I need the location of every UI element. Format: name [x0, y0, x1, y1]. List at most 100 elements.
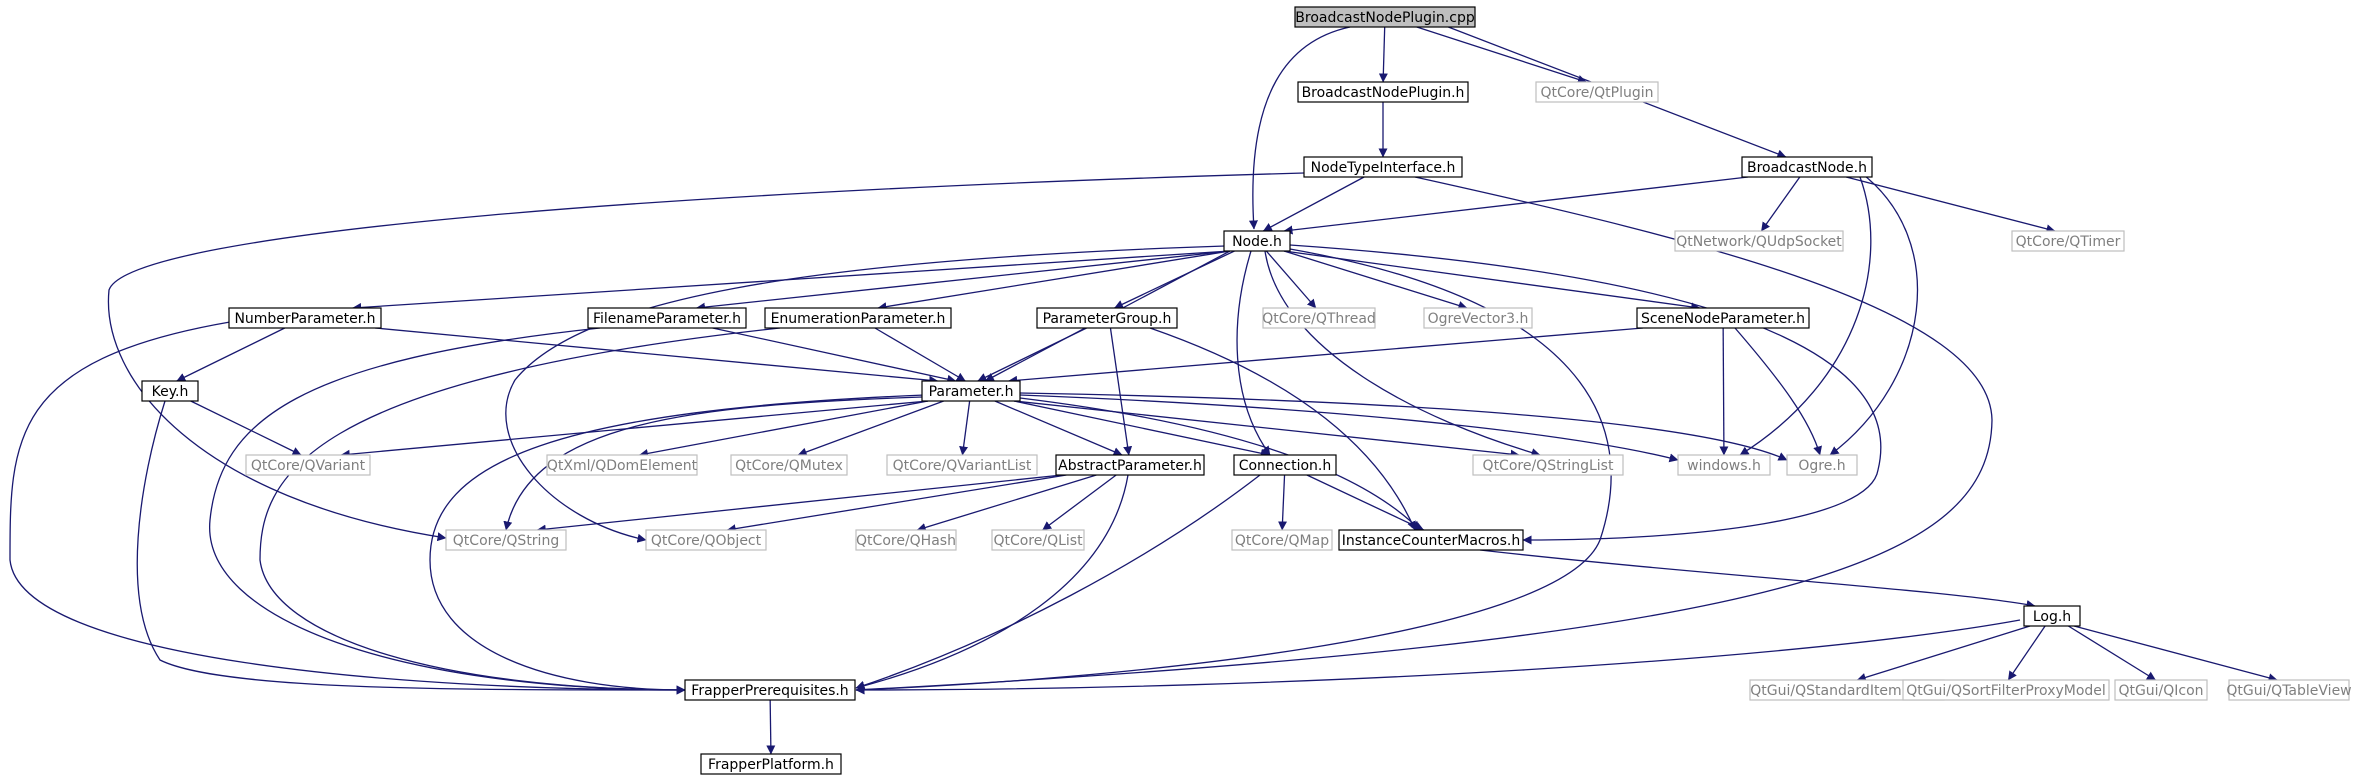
node-label: windows.h	[1687, 458, 1761, 474]
edge-node_h-to-icm	[1289, 244, 1882, 545]
edge-bn_h-to-ogre_h	[1829, 171, 1919, 456]
node-box	[1297, 81, 1469, 103]
node-bn_h[interactable]: BroadcastNode.h	[1741, 156, 1873, 178]
node-box	[2114, 679, 2208, 701]
edge-paramgroup-to-icm	[1149, 327, 1416, 531]
node-label: NumberParameter.h	[234, 311, 375, 327]
node-label: QtCore/QHash	[856, 533, 956, 549]
edge-conn_h-to-qmap	[1278, 474, 1288, 531]
edge-bn_h-to-windows	[1739, 176, 1872, 456]
node-qtv: QtGui/QTableView	[2226, 679, 2352, 701]
edge-node_h-to-ogrevec	[1283, 250, 1468, 310]
node-qtimer: QtCore/QTimer	[2011, 230, 2125, 252]
edge-param_h-to-frapprereq	[429, 394, 926, 695]
node-label: QtGui/QTableView	[2226, 683, 2351, 699]
node-box	[245, 454, 371, 476]
node-node_h[interactable]: Node.h	[1223, 230, 1291, 252]
node-nti[interactable]: NodeTypeInterface.h	[1303, 156, 1463, 178]
node-label: BroadcastNodePlugin.cpp	[1295, 10, 1475, 26]
node-box	[764, 307, 952, 329]
node-qhash: QtCore/QHash	[855, 529, 957, 551]
node-label: QtCore/QVariant	[251, 458, 366, 474]
node-log_h[interactable]: Log.h	[2023, 605, 2081, 627]
node-qvarlist: QtCore/QVariantList	[886, 454, 1038, 476]
edge-node_h-to-scenenode	[1283, 250, 1701, 312]
edge-numparam-to-param_h	[374, 327, 939, 385]
node-qdom: QtXml/QDomElement	[546, 454, 698, 476]
edge-absparam-to-frapprereq	[855, 474, 1129, 691]
edge-scenenode-to-windows	[1719, 327, 1729, 456]
node-paramgroup[interactable]: ParameterGroup.h	[1036, 307, 1178, 329]
edge-node_h-to-paramgroup	[1114, 250, 1235, 309]
node-enumparam[interactable]: EnumerationParameter.h	[764, 307, 952, 329]
edge-param_h-to-icm	[1019, 397, 1421, 531]
node-label: BroadcastNode.h	[1747, 160, 1867, 176]
edge-key_h-to-frapprereq	[136, 400, 686, 695]
node-scenenode[interactable]: SceneNodeParameter.h	[1636, 307, 1810, 329]
node-label: Connection.h	[1239, 458, 1332, 474]
node-label: BroadcastNodePlugin.h	[1302, 85, 1465, 101]
node-label: EnumerationParameter.h	[771, 311, 946, 327]
node-numparam[interactable]: NumberParameter.h	[228, 307, 382, 329]
node-box	[886, 454, 1038, 476]
node-frapprereq[interactable]: FrapperPrerequisites.h	[684, 679, 856, 701]
edge-enumparam-to-param_h	[874, 327, 966, 382]
node-box	[1223, 230, 1291, 252]
node-label: QtCore/QVariantList	[893, 458, 1032, 474]
node-box	[141, 380, 199, 402]
edge-bn_h-to-qtimer	[1845, 176, 2056, 234]
node-param_h[interactable]: Parameter.h	[921, 380, 1021, 402]
node-label: QtCore/QTimer	[2016, 234, 2121, 250]
edge-frapprereq-to-frapplat	[766, 699, 776, 755]
node-label: Log.h	[2033, 609, 2071, 625]
node-label: InstanceCounterMacros.h	[1342, 533, 1520, 549]
edge-absparam-to-qlist	[1042, 474, 1117, 531]
edge-param_h-to-qdom	[639, 400, 929, 458]
edge-numparam-to-frapprereq	[9, 321, 686, 695]
edge-nti-to-node_h	[1262, 176, 1365, 232]
edge-icm-to-log_h	[1479, 549, 2036, 609]
node-label: Node.h	[1232, 234, 1282, 250]
node-box	[1294, 6, 1476, 28]
node-frapplat[interactable]: FrapperPlatform.h	[700, 753, 842, 775]
node-fileparam[interactable]: FilenameParameter.h	[587, 307, 747, 329]
edge-key_h-to-qvariant	[190, 400, 302, 456]
edge-node_h-to-qobject	[505, 245, 1226, 543]
edge-nti-to-qstring	[107, 172, 1305, 542]
node-qvariant: QtCore/QVariant	[245, 454, 371, 476]
edge-bn_h-to-node_h	[1283, 176, 1749, 235]
node-box	[921, 380, 1021, 402]
node-box	[228, 307, 382, 329]
node-qthread: QtCore/QThread	[1262, 307, 1376, 329]
node-box	[855, 529, 957, 551]
node-key_h[interactable]: Key.h	[141, 380, 199, 402]
edge-node_h-to-enumparam	[877, 250, 1231, 312]
edge-param_h-to-qmutex	[797, 400, 944, 457]
node-qmap: QtCore/QMap	[1231, 529, 1333, 551]
node-conn_h[interactable]: Connection.h	[1233, 454, 1337, 476]
node-label: QtCore/QMutex	[735, 458, 843, 474]
node-label: QtCore/QString	[453, 533, 559, 549]
node-ogrevec: OgreVector3.h	[1423, 307, 1533, 329]
node-root[interactable]: BroadcastNodePlugin.cpp	[1294, 6, 1476, 28]
node-qlist: QtCore/QList	[991, 529, 1085, 551]
edge-conn_h-to-frapprereq	[855, 474, 1261, 690]
node-layer: BroadcastNodePlugin.cppBroadcastNodePlug…	[141, 6, 2352, 775]
node-label: QtCore/QtPlugin	[1541, 85, 1654, 101]
node-box	[1231, 529, 1333, 551]
node-bnp_h[interactable]: BroadcastNodePlugin.h	[1297, 81, 1469, 103]
node-label: QtNetwork/QUdpSocket	[1676, 234, 1842, 250]
edge-fileparam-to-frapprereq	[209, 327, 686, 695]
edge-node_h-to-fileparam	[696, 250, 1231, 312]
edge-param_h-to-conn_h	[1013, 400, 1270, 458]
node-label: QtCore/QMap	[1235, 533, 1329, 549]
node-box	[645, 529, 767, 551]
edge-fileparam-to-param_h	[712, 327, 957, 384]
node-icm[interactable]: InstanceCounterMacros.h	[1338, 529, 1524, 551]
node-box	[1472, 454, 1624, 476]
node-box	[700, 753, 842, 775]
node-box	[546, 454, 698, 476]
node-absparam[interactable]: AbstractParameter.h	[1055, 454, 1205, 476]
edge-log_h-to-frapprereq	[855, 619, 2021, 695]
edge-root-to-qtplugin	[1416, 26, 1587, 84]
